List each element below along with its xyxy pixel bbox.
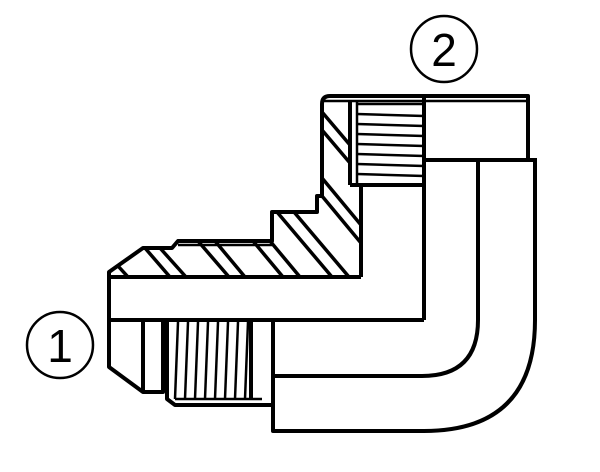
thread-root (165, 320, 273, 407)
elbow-middle-curve (273, 160, 480, 378)
male-end-1 (107, 272, 273, 407)
callout-1-circle (25, 310, 95, 380)
elbow-outer-curve (271, 160, 537, 433)
hatching (116, 110, 363, 279)
body-upper-outline (107, 94, 530, 275)
callout-2-label: 2 (431, 24, 457, 76)
callout-1-label: 1 (47, 320, 73, 372)
callout-2-circle (409, 14, 479, 84)
callout-2: 2 (409, 14, 479, 84)
port-2-threads (356, 102, 425, 178)
male-threads (173, 321, 250, 400)
elbow-tube (109, 160, 537, 433)
flare-nose (107, 272, 165, 394)
body-section-upper (107, 94, 530, 279)
callout-1: 1 (25, 310, 95, 380)
